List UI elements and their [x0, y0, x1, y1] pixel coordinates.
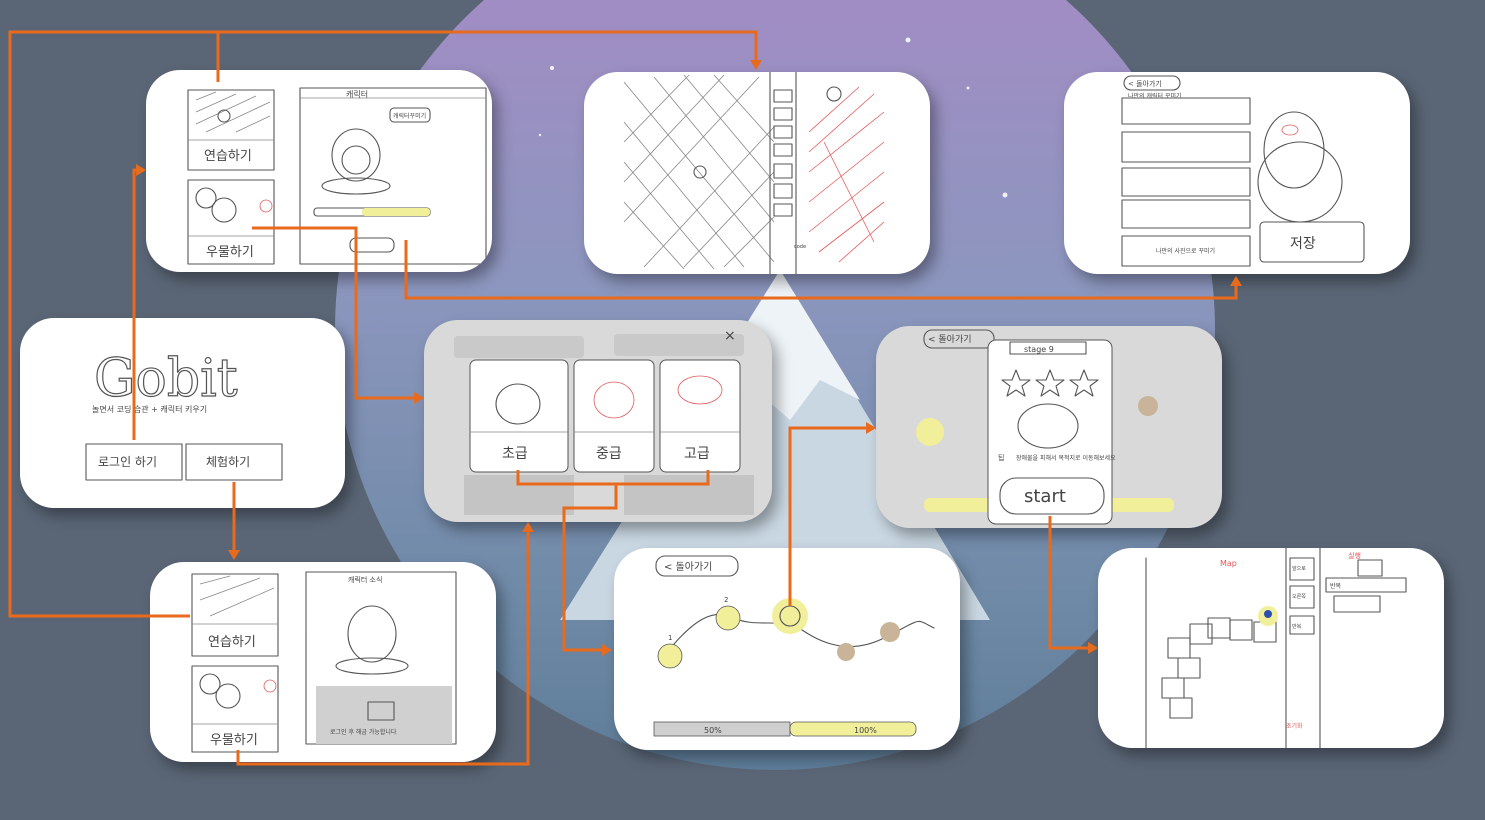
save-button[interactable]	[1259, 221, 1365, 263]
stage-title: stage 9	[1024, 345, 1054, 354]
run-label: 실행	[1348, 551, 1361, 560]
play-block-1-label: 앞으로	[1292, 565, 1306, 572]
screen-home-trial: 연습하기 우물하기 캐릭터 소식 로그인 후 해금 가능합니다	[150, 562, 496, 762]
penguin-character	[321, 128, 391, 195]
play-block-3[interactable]	[1289, 615, 1315, 635]
customize-button-label: 캐릭터꾸미기	[393, 112, 426, 120]
level-label-advanced: 고급	[684, 446, 710, 462]
stage-node-current[interactable]	[772, 598, 808, 634]
play-block-1[interactable]	[1289, 557, 1315, 581]
stage-stars	[1001, 369, 1099, 397]
login-button-label: 로그인 하기	[98, 455, 157, 469]
loop-block[interactable]	[1325, 577, 1407, 593]
practice-label: 연습하기	[204, 149, 252, 164]
block-path	[1161, 617, 1277, 719]
eye-options[interactable]	[1121, 131, 1251, 163]
play-block-3-label: 반복	[1292, 623, 1302, 630]
stage-node-2[interactable]	[715, 605, 741, 631]
screen-stage-popup: < 돌아가기 stage 9 팁 장애물을 피해서 목적지로 이동해보세요 st…	[876, 326, 1222, 528]
reset-label: 초기화	[1286, 722, 1303, 730]
close-icon[interactable]: ×	[724, 328, 736, 344]
screen-play-editor: Map 앞으로 오른쪽 반복 실행 반복 초기화	[1098, 548, 1444, 748]
loop-label: 반복	[1330, 582, 1342, 590]
big-penguin	[1257, 111, 1343, 223]
start-button-label: start	[1024, 486, 1066, 507]
trial-penguin	[335, 605, 409, 675]
start-button[interactable]	[999, 477, 1105, 515]
app-subtitle: 놀면서 코딩 습관 + 캐릭터 키우기	[92, 404, 207, 414]
popup-back-label: < 돌아가기	[928, 334, 972, 345]
save-button-label: 저장	[1290, 236, 1316, 252]
trial-button-label: 체험하기	[206, 455, 250, 469]
progress-bar-left	[653, 721, 791, 737]
progress-bar-right	[789, 721, 917, 737]
screen-home-logged-in: 연습하기 우물하기 캐릭터 캐릭터꾸미기	[146, 70, 492, 272]
lock-note: 로그인 후 해금 가능합니다	[330, 728, 397, 736]
grid-board	[623, 74, 775, 270]
popup-back-button[interactable]	[923, 329, 995, 349]
customize-header: 나만의 캐릭터 꾸미기	[1128, 92, 1182, 100]
stage-tip-label: 팁	[998, 454, 1004, 462]
screen-practice-editor: code	[584, 72, 930, 274]
accessory-options[interactable]	[1121, 199, 1251, 229]
stage-number-1: 1	[668, 634, 672, 642]
stage-node-locked-1[interactable]	[837, 643, 855, 661]
trial-practice-label: 연습하기	[208, 635, 256, 650]
play-label: 우물하기	[206, 245, 254, 260]
block-palette[interactable]	[773, 89, 793, 217]
screen-level-select: × 초급 중급 고급	[424, 320, 772, 522]
home-title: 캐릭터	[346, 89, 368, 99]
play-block-2-label: 오른쪽	[1292, 594, 1306, 600]
red-hatching	[808, 86, 885, 263]
play-block-2[interactable]	[1289, 585, 1315, 609]
stage-number-2: 2	[724, 596, 728, 604]
app-logo: Gobit	[94, 349, 238, 409]
level-label-beginner: 초급	[502, 446, 528, 462]
stage-node-locked-2[interactable]	[880, 622, 900, 642]
play-icon[interactable]	[1357, 559, 1383, 577]
mouth-options[interactable]	[1121, 167, 1251, 197]
level-label-intermediate: 중급	[596, 446, 622, 462]
trial-play-label: 우물하기	[210, 733, 258, 748]
customize-back-button[interactable]	[1123, 75, 1181, 91]
map-back-label: < 돌아가기	[664, 561, 712, 573]
progress-left-label: 50%	[704, 726, 722, 735]
screen-customize: < 돌아가기 나만의 캐릭터 꾸미기 나만의 사진으로 꾸미기 저장	[1064, 72, 1410, 274]
stage-title-banner	[1009, 341, 1087, 355]
trial-title: 캐릭터 소식	[348, 575, 382, 584]
customize-back-label: < 돌아가기	[1128, 79, 1162, 88]
stage-description: 장애물을 피해서 목적지로 이동해보세요	[1016, 454, 1116, 462]
screen-stage-map: < 돌아가기 1 2 50% 100%	[614, 548, 960, 750]
photo-button-label: 나만의 사진으로 꾸미기	[1156, 247, 1215, 255]
map-label: Map	[1220, 559, 1237, 568]
stage-node-1[interactable]	[657, 643, 683, 669]
progress-right-label: 100%	[854, 726, 877, 735]
screen-login: Gobit 놀면서 코딩 습관 + 캐릭터 키우기 로그인 하기 체험하기	[20, 318, 345, 508]
code-label: code	[794, 244, 806, 250]
